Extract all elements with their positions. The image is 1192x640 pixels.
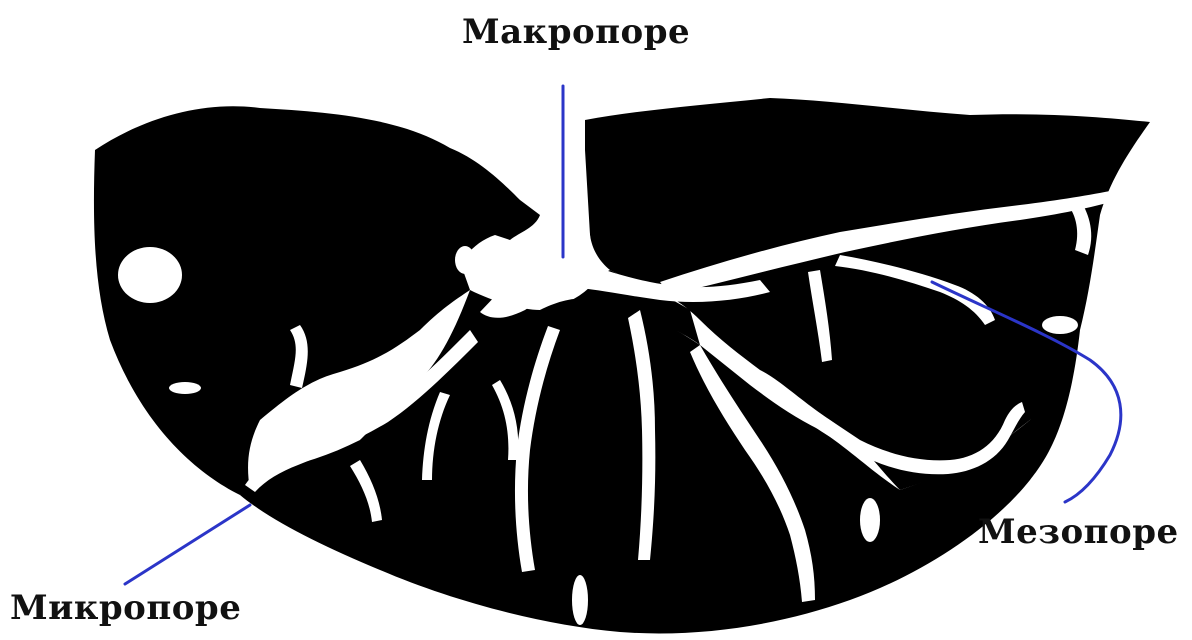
pore-pocket-small-5 [455,246,475,274]
mesopore-label: Мезопоре [978,512,1179,552]
pore-pocket-small-2 [1042,316,1078,334]
particle-body [94,98,1150,633]
macropore-label: Макропоре [462,12,690,52]
macropore-channel [540,120,590,262]
pore-pocket-small-1 [169,382,201,394]
micropore-leader-line [125,505,250,584]
pore-pocket-left [118,247,182,303]
pore-pocket-small-4 [572,575,588,625]
pore-pocket-small-3 [860,498,880,542]
micropore-label: Микропоре [10,588,241,628]
